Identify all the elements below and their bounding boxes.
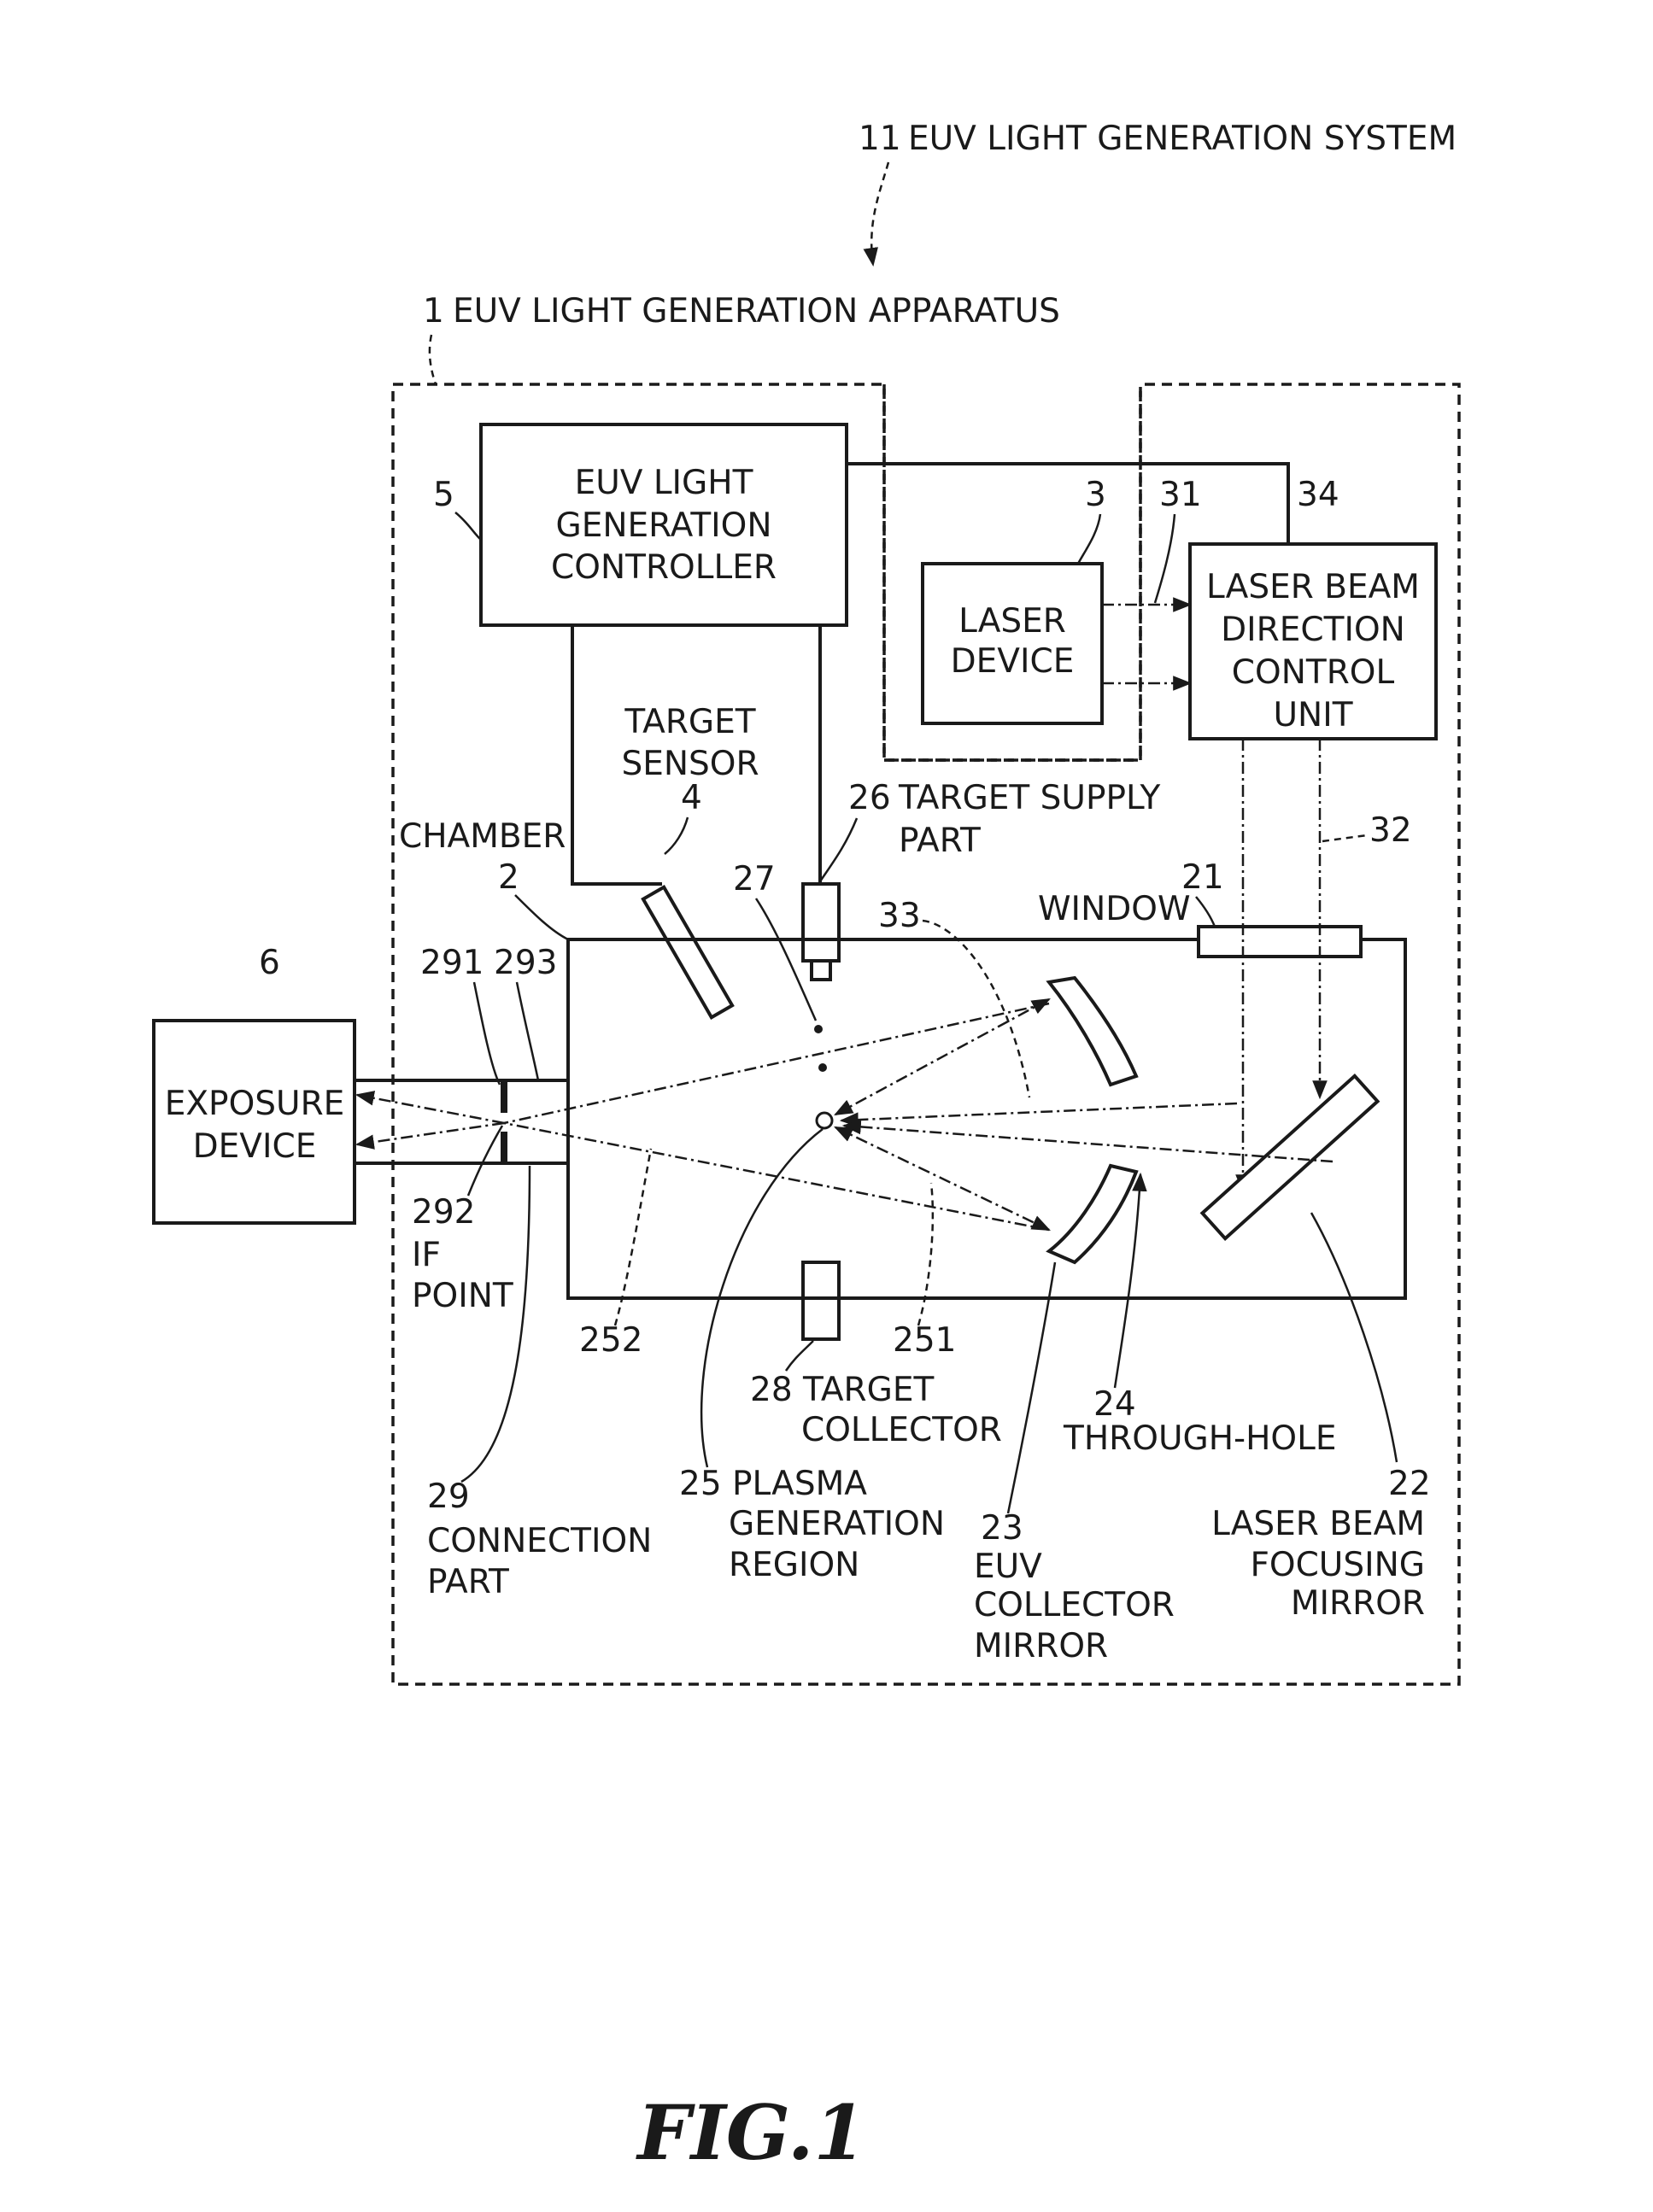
laser-beam-33-lower [844, 1126, 1333, 1162]
target-supply-tip [812, 961, 830, 980]
beam-33-leader [923, 921, 1029, 1097]
target-sensor-line-1: TARGET [624, 703, 755, 741]
aperture-ref-291-leader [474, 982, 500, 1085]
exposure-ref: 6 [259, 944, 280, 982]
focusing-mirror-line-1: LASER BEAM [1211, 1505, 1425, 1543]
target-collector-line-2: COLLECTOR [801, 1411, 1002, 1449]
connection-part-line-1: CONNECTION [427, 1522, 652, 1560]
window-name: WINDOW [1038, 890, 1191, 928]
collector-mirror-leader [1008, 1262, 1055, 1513]
aperture-ref-293: 293 [494, 944, 557, 982]
target-collector-leader [786, 1341, 813, 1371]
connection-part-walls [353, 1080, 568, 1163]
collector-mirror-line-3: MIRROR [974, 1627, 1108, 1665]
window-ref: 21 [1181, 858, 1224, 897]
apparatus-name: EUV LIGHT GENERATION APPARATUS [453, 292, 1060, 331]
light-ref-251: 251 [893, 1321, 956, 1360]
apparatus-leader [430, 335, 436, 384]
laser-beam-31-leader [1155, 514, 1175, 603]
exposure-line-2: DEVICE [193, 1127, 317, 1166]
direction-unit-line-4: UNIT [1273, 696, 1352, 734]
direction-unit-line-1: LASER BEAM [1206, 568, 1420, 606]
euv-light-to-collector-lower [835, 1127, 1049, 1230]
target-droplet-1 [814, 1025, 823, 1033]
exposure-line-1: EXPOSURE [165, 1085, 345, 1123]
target-supply-ref: 26 [848, 779, 891, 817]
beam-32-ref: 32 [1369, 811, 1412, 850]
if-point-line-2: POINT [412, 1277, 513, 1315]
target-collector-line-1: 28 TARGET [750, 1371, 934, 1409]
focusing-mirror-ref: 22 [1388, 1465, 1431, 1503]
system-arrow [871, 162, 888, 265]
target-droplet-2 [818, 1063, 827, 1072]
chamber-ref: 2 [498, 858, 519, 897]
controller-line-1: EUV LIGHT [575, 464, 753, 502]
target-supply-line-1: TARGET SUPPLY [898, 779, 1161, 817]
focusing-mirror-line-3: MIRROR [1291, 1584, 1425, 1623]
system-name: EUV LIGHT GENERATION SYSTEM [908, 120, 1457, 158]
light-ref-251-leader [918, 1183, 933, 1325]
chamber-ref-leader [515, 895, 568, 939]
euv-light-252 [504, 1004, 1049, 1123]
collector-mirror-ref: 23 [981, 1509, 1023, 1548]
window-ref-leader [1196, 897, 1215, 927]
collector-mirror-upper [1049, 978, 1136, 1085]
collector-mirror-lower [1049, 1166, 1136, 1262]
controller-to-direction-unit-line [847, 464, 1288, 544]
focusing-mirror [1202, 1076, 1377, 1238]
plasma-line-3: REGION [729, 1546, 859, 1584]
target-ref: 27 [733, 860, 776, 898]
if-point-line-1: IF [412, 1236, 441, 1274]
direction-unit-line-2: DIRECTION [1221, 611, 1405, 649]
laser-device-line-1: LASER [958, 602, 1066, 641]
target-sensor-ref: 4 [681, 779, 702, 817]
apparatus-ref: 1 [423, 292, 444, 331]
system-ref: 11 [859, 120, 901, 158]
connection-part-line-2: PART [427, 1563, 509, 1601]
through-hole-ref: 24 [1093, 1385, 1136, 1424]
chamber-name: CHAMBER [399, 817, 566, 856]
aperture-ref-291: 291 [420, 944, 484, 982]
connection-part-ref: 29 [427, 1478, 470, 1516]
target-sensor-element [643, 887, 732, 1018]
through-hole-name: THROUGH-HOLE [1063, 1419, 1337, 1458]
window-element [1199, 927, 1361, 957]
euv-light-to-exposure-upper [357, 1095, 504, 1123]
laser-device-ref-leader [1078, 514, 1100, 564]
target-supply-line-2: PART [899, 822, 981, 860]
chamber-box [568, 939, 1405, 1298]
target-sensor-ref-leader [665, 817, 688, 854]
direction-unit-line-3: CONTROL [1232, 653, 1395, 692]
collector-mirror-line-2: COLLECTOR [974, 1586, 1175, 1624]
target-collector-box [803, 1262, 839, 1339]
laser-device-ref: 3 [1085, 476, 1106, 514]
target-supply-ref-leader [820, 818, 857, 881]
if-point-leader [468, 1126, 502, 1196]
laser-beam-31-ref: 31 [1159, 476, 1202, 514]
if-point-ref: 292 [412, 1193, 475, 1232]
figure-caption: FIG.1 [635, 2088, 866, 2177]
beam-33-ref: 33 [878, 897, 921, 935]
laser-beam-33-upper [841, 1103, 1237, 1121]
plasma-line-2: GENERATION [729, 1505, 945, 1543]
target-sensor-line-2: SENSOR [621, 745, 759, 783]
controller-ref: 5 [433, 476, 454, 514]
laser-device-line-2: DEVICE [951, 642, 1075, 681]
beam-32-leader [1322, 835, 1367, 841]
controller-ref-leader [455, 512, 481, 540]
target-supply-nozzle [803, 884, 839, 961]
light-ref-252: 252 [579, 1321, 642, 1360]
plasma-line-1: 25 PLASMA [679, 1465, 867, 1503]
plasma-point [817, 1113, 832, 1128]
euv-light-to-collector-upper [835, 999, 1049, 1115]
euv-light-to-exposure-lower [357, 1123, 504, 1144]
direction-unit-ref: 34 [1297, 476, 1339, 514]
collector-mirror-line-1: EUV [974, 1548, 1042, 1586]
aperture-ref-293-leader [517, 982, 538, 1080]
focusing-mirror-line-2: FOCUSING [1250, 1546, 1425, 1584]
controller-line-2: GENERATION [555, 506, 771, 545]
controller-line-3: CONTROLLER [551, 548, 777, 587]
